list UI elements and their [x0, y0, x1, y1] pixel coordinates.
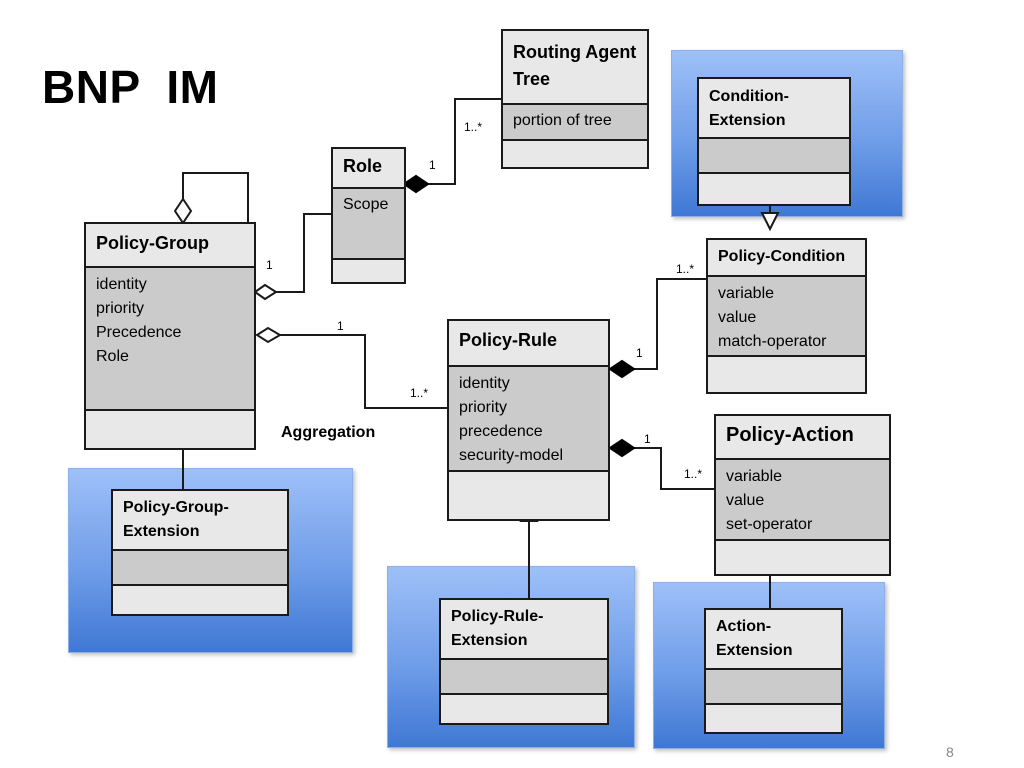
attribute: priority	[459, 399, 508, 416]
policy-rule-extension-name: Policy-Rule-Extension	[441, 600, 607, 658]
policy-rule-extension-attributes	[441, 658, 607, 693]
attribute: set-operator	[726, 516, 813, 533]
class-condition-extension[interactable]: Condition-Extension	[697, 77, 851, 206]
policy-condition-operations	[708, 355, 865, 392]
multiplicity-role-tree-one: 1	[429, 158, 436, 172]
class-policy-group[interactable]: Policy-Group identity priority Precedenc…	[84, 222, 256, 450]
slide-title: BNP IM	[42, 61, 219, 113]
multiplicity-rule-condition-many: 1..*	[676, 262, 695, 276]
attribute: identity	[459, 375, 510, 392]
attribute: portion of tree	[513, 112, 612, 129]
policy-group-operations	[86, 409, 254, 448]
policy-rule-attributes: identity priority precedence security-mo…	[449, 365, 608, 470]
class-policy-rule[interactable]: Policy-Rule identity priority precedence…	[447, 319, 610, 521]
attribute: Role	[96, 348, 129, 365]
policy-group-extension-operations	[113, 584, 287, 614]
attribute: value	[726, 492, 765, 509]
rule-condition-association	[634, 278, 706, 370]
attribute: match-operator	[718, 333, 827, 350]
attribute: variable	[726, 468, 783, 485]
role-attributes: Scope	[333, 187, 404, 258]
attribute: Precedence	[96, 324, 182, 341]
policy-group-attributes: identity priority Precedence Role	[86, 266, 254, 409]
class-action-extension[interactable]: Action-Extension	[704, 608, 843, 734]
action-extension-operations	[706, 703, 841, 732]
attribute: precedence	[459, 423, 543, 440]
role-name: Role	[333, 149, 404, 187]
policy-action-operations	[716, 539, 889, 574]
policy-rule-name: Policy-Rule	[449, 321, 608, 365]
aggregation-label: Aggregation	[281, 424, 376, 441]
class-policy-action[interactable]: Policy-Action variable value set-operato…	[714, 414, 891, 576]
class-policy-rule-extension[interactable]: Policy-Rule-Extension	[439, 598, 609, 725]
policy-condition-name: Policy-Condition	[708, 240, 865, 275]
attribute: priority	[96, 300, 145, 317]
attribute: value	[718, 309, 757, 326]
policy-rule-extension-operations	[441, 693, 607, 723]
routing-agent-tree-name: Routing Agent Tree	[503, 31, 647, 103]
class-policy-condition[interactable]: Policy-Condition variable value match-op…	[706, 238, 867, 394]
class-routing-agent-tree[interactable]: Routing Agent Tree portion of tree	[501, 29, 649, 169]
multiplicity-rule-action-one: 1	[644, 432, 651, 446]
policy-action-attributes: variable value set-operator	[716, 458, 889, 539]
multiplicity-role-tree-many: 1..*	[464, 120, 483, 134]
group-role-diamond	[253, 283, 278, 301]
rule-action-diamond	[608, 438, 636, 458]
rule-condition-diamond	[608, 359, 636, 379]
action-extension-name: Action-Extension	[706, 610, 841, 668]
multiplicity-group-rule-one: 1	[337, 319, 344, 333]
policy-condition-attributes: variable value match-operator	[708, 275, 865, 355]
policy-action-name: Policy-Action	[716, 416, 889, 458]
policy-group-self-association	[182, 172, 249, 222]
group-rule-diamond	[255, 326, 282, 344]
slide-number: 8	[946, 744, 954, 760]
attribute: variable	[718, 285, 775, 302]
routing-agent-tree-attributes: portion of tree	[503, 103, 647, 139]
attribute: Scope	[343, 196, 389, 213]
role-tree-diamond	[402, 174, 430, 194]
condition-extension-name: Condition-Extension	[699, 79, 849, 137]
policy-group-extension-name: Policy-Group-Extension	[113, 491, 287, 549]
role-operations	[333, 258, 404, 282]
class-role[interactable]: Role Scope	[331, 147, 406, 284]
routing-agent-tree-operations	[503, 139, 647, 167]
multiplicity-group-rule-many: 1..*	[410, 386, 429, 400]
policy-group-extension-attributes	[113, 549, 287, 584]
multiplicity-rule-condition-one: 1	[636, 346, 643, 360]
multiplicity-rule-action-many: 1..*	[684, 467, 703, 481]
condition-extension-operations	[699, 172, 849, 204]
group-rule-association	[280, 334, 447, 409]
group-role-association	[276, 213, 331, 293]
attribute: security-model	[459, 447, 564, 464]
role-tree-association	[428, 98, 501, 185]
condition-generalization-arrow	[760, 212, 780, 232]
rule-action-association	[634, 447, 714, 490]
class-policy-group-extension[interactable]: Policy-Group-Extension	[111, 489, 289, 616]
attribute: identity	[96, 276, 147, 293]
policy-rule-operations	[449, 470, 608, 519]
self-association-diamond	[173, 197, 193, 225]
multiplicity-group-role-one: 1	[266, 258, 273, 272]
policy-group-name: Policy-Group	[86, 224, 254, 266]
condition-extension-attributes	[699, 137, 849, 172]
action-extension-attributes	[706, 668, 841, 703]
